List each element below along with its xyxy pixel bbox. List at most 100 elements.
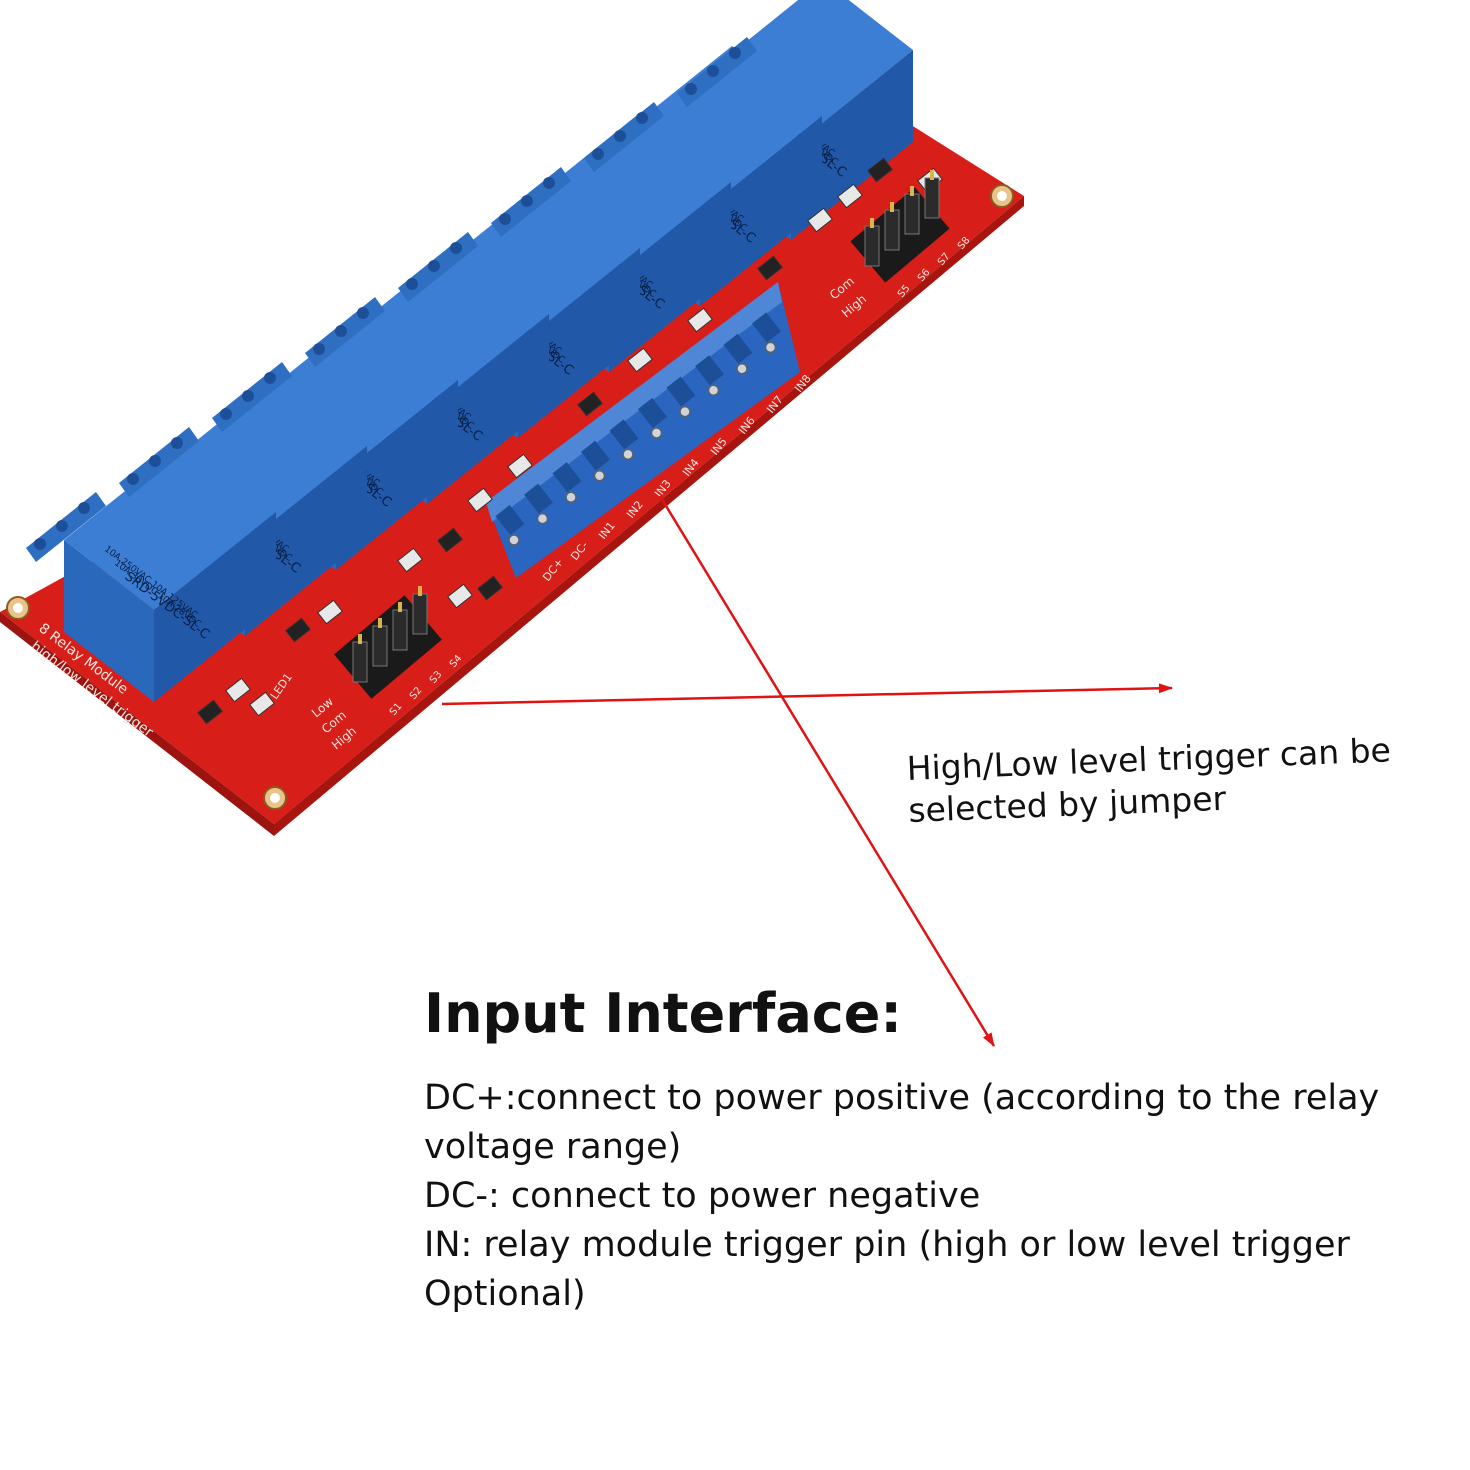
output-screw (313, 343, 325, 355)
jumper-callout-arrow (441, 683, 1173, 706)
input-interface-description: DC+:connect to power positive (according… (424, 1074, 1470, 1319)
terminal-screw-head (764, 341, 777, 354)
smd-part (867, 157, 893, 183)
smd-part (225, 677, 251, 703)
input-desc-line-2: voltage range) (424, 1127, 682, 1167)
jumper-pin (910, 186, 914, 196)
jumper-cap (412, 593, 428, 635)
output-screw (149, 455, 161, 467)
smd-part (317, 599, 343, 625)
jumper-pin (358, 634, 362, 644)
terminal-screw-head (593, 470, 606, 482)
output-terminal-strip (26, 37, 757, 562)
input-desc-line-1: DC+:connect to power positive (according… (424, 1078, 1380, 1118)
output-screw (171, 437, 183, 449)
jumper-pin (870, 218, 874, 228)
output-screw (614, 130, 626, 142)
jumper-pin (890, 202, 894, 212)
callout-arrows (441, 495, 1173, 1047)
smd-part (687, 307, 713, 333)
output-screw (636, 112, 648, 124)
smd-part (507, 453, 533, 479)
jumper-cap (924, 177, 940, 219)
jumper-header-right (850, 170, 950, 283)
jumper-cap (352, 641, 368, 683)
smd-components (197, 157, 943, 725)
output-screw (357, 307, 369, 319)
smd-part (447, 583, 473, 609)
output-screw (56, 520, 68, 532)
smd-part (807, 207, 833, 233)
output-screw (592, 148, 604, 160)
terminal-screw-slot (495, 505, 525, 535)
terminal-screw-head (508, 534, 520, 546)
relay-top (64, 442, 276, 610)
terminal-screw-slot (752, 312, 781, 343)
output-screw (543, 177, 555, 189)
smd-part (577, 391, 603, 417)
terminal-screw-head (536, 512, 549, 525)
output-screw (242, 390, 254, 402)
smd-part (197, 699, 223, 725)
jumper-pin (398, 602, 402, 612)
output-screw (127, 473, 139, 485)
terminal-screw-slot (695, 355, 724, 386)
terminal-screw-slot (723, 333, 753, 364)
terminal-screw-head (650, 427, 663, 439)
terminal-screw-head (736, 363, 748, 375)
smd-part (627, 347, 653, 373)
smd-part (467, 487, 493, 513)
output-screw (335, 325, 347, 337)
input-desc-line-5: Optional) (424, 1274, 586, 1314)
mounting-holes (6, 184, 1014, 810)
terminal-screws (495, 312, 781, 546)
smd-part (397, 547, 423, 573)
input-desc-line-4: IN: relay module trigger pin (high or lo… (424, 1225, 1350, 1265)
jumper-cap (904, 193, 920, 235)
terminal-screw-slot (666, 376, 696, 407)
terminal-screw-slot (524, 483, 553, 514)
terminal-screw-slot (638, 398, 667, 428)
terminal-screw-head (565, 491, 577, 503)
terminal-screw-slot (609, 419, 639, 450)
terminal-screw-slot (552, 462, 582, 493)
input-desc-line-3: DC-: connect to power negative (424, 1176, 981, 1216)
terminal-screw-head (707, 384, 720, 396)
smd-part (757, 255, 783, 281)
jumper-pin (418, 586, 422, 596)
output-screw (499, 213, 511, 225)
output-screw (34, 538, 46, 550)
jumper-header-left (334, 586, 442, 699)
output-screw (707, 65, 719, 77)
jumper-cap (372, 625, 388, 667)
output-screw (521, 195, 533, 207)
terminal-screw-head (679, 405, 691, 418)
smd-part (249, 691, 275, 717)
output-screw (685, 83, 697, 95)
jumper-cap (392, 609, 408, 651)
jumper-pin (930, 170, 934, 180)
smd-part (285, 617, 311, 643)
smd-part (837, 183, 863, 209)
output-screw (450, 242, 462, 254)
output-screw (78, 502, 90, 514)
jumper-cap (884, 209, 900, 251)
smd-part (437, 527, 463, 553)
terminal-screw-head (622, 448, 634, 461)
output-screw (729, 47, 741, 59)
relay-side (64, 540, 154, 702)
input-interface-title: Input Interface: (424, 982, 903, 1045)
output-screw (220, 408, 232, 420)
input-terminal-block (486, 282, 800, 578)
relay-front (154, 512, 276, 702)
jumper-pin (378, 618, 382, 628)
output-screw (264, 372, 276, 384)
terminal-screw-slot (581, 440, 610, 471)
input-callout-arrow (658, 495, 996, 1047)
smd-part (477, 575, 503, 601)
output-screw (406, 278, 418, 290)
jumper-cap (864, 225, 880, 267)
